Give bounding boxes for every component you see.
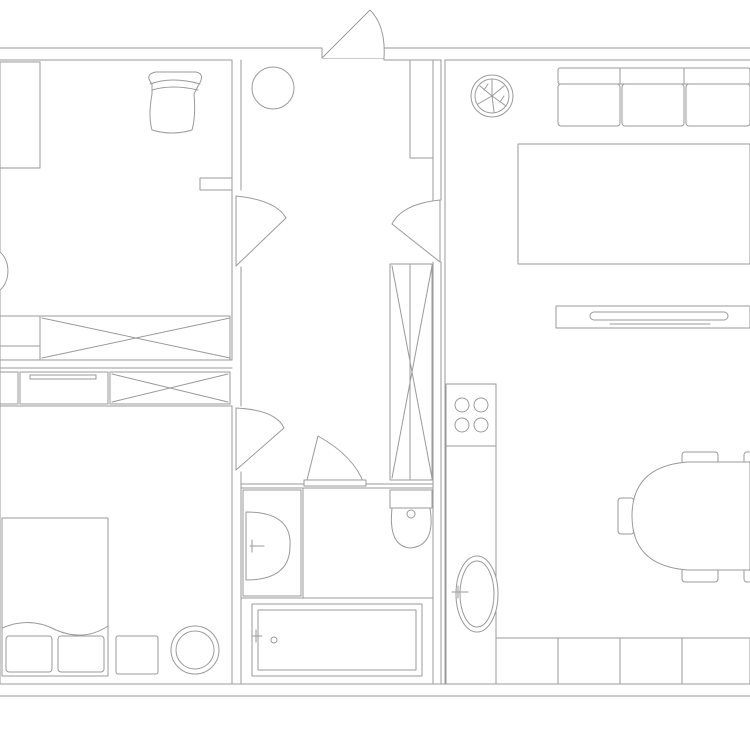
dining-table[interactable] xyxy=(632,462,750,570)
wall-niche xyxy=(200,178,232,190)
kitchen-cabinets[interactable] xyxy=(496,638,750,684)
wardrobe-top-left-hatch xyxy=(42,318,230,358)
bedroom-bottom-left xyxy=(2,518,219,676)
sofa-cushion-2[interactable] xyxy=(622,84,684,126)
kitchen-faucet xyxy=(452,586,468,598)
cabinet-3[interactable] xyxy=(620,638,682,684)
hall-round-table[interactable] xyxy=(252,67,294,109)
wardrobe-middle-left-hatch xyxy=(112,374,228,402)
desk-chair[interactable] xyxy=(149,72,202,133)
sofa-back xyxy=(558,68,750,84)
toilet[interactable] xyxy=(390,490,432,508)
doors[interactable] xyxy=(236,10,440,486)
wall-bath-mid xyxy=(241,488,433,598)
hall-wardrobe-hatch xyxy=(392,266,432,478)
wall-hall-right xyxy=(433,60,441,684)
kitchen-counter[interactable] xyxy=(446,384,496,684)
toilet-bowl[interactable] xyxy=(391,508,431,548)
round-side-table[interactable] xyxy=(0,252,8,290)
toilet-button xyxy=(407,510,415,518)
cooktop[interactable] xyxy=(455,398,488,432)
three-seat-sofa[interactable] xyxy=(558,68,750,126)
tv-screen xyxy=(590,312,728,320)
burner-4 xyxy=(474,418,488,432)
nightstand[interactable] xyxy=(116,636,158,674)
burner-1 xyxy=(455,398,469,412)
desk-chair-back xyxy=(150,80,200,90)
cabinet-4[interactable] xyxy=(682,638,750,684)
bottom-wall xyxy=(0,684,750,696)
kitchen-sink-inner xyxy=(460,561,494,627)
desk[interactable] xyxy=(0,62,40,168)
shelf-side[interactable] xyxy=(0,372,18,404)
dining-set xyxy=(618,452,750,582)
middle-left-storage xyxy=(0,372,230,404)
door-bottom-left-room[interactable] xyxy=(236,408,284,470)
bedroom-top-left xyxy=(0,62,230,360)
round-table-inner xyxy=(176,631,214,669)
door-bathroom[interactable] xyxy=(306,436,364,484)
bathtub-faucet xyxy=(252,630,262,642)
sofa-cushion-1[interactable] xyxy=(558,84,620,126)
cabinet-1[interactable] xyxy=(496,638,558,684)
door-living-room[interactable] xyxy=(392,200,440,262)
coffee-table-rug[interactable] xyxy=(518,144,750,264)
wall-stub xyxy=(410,60,433,158)
wardrobe-top-left-small[interactable] xyxy=(0,316,40,346)
door-threshold xyxy=(304,480,366,486)
entry-door[interactable] xyxy=(322,10,384,58)
sink[interactable] xyxy=(246,512,290,580)
living-kitchen xyxy=(446,68,750,684)
burner-2 xyxy=(474,398,488,412)
bed-pillow-left[interactable] xyxy=(6,636,52,672)
sink-faucet xyxy=(250,540,264,552)
bathtub-inner xyxy=(258,610,416,670)
door-top-left-room[interactable] xyxy=(236,196,286,266)
interior-walls xyxy=(0,60,445,684)
fan-blades xyxy=(478,80,506,112)
cabinet-2[interactable] xyxy=(558,638,620,684)
sofa-cushion-3[interactable] xyxy=(686,84,750,126)
wall-bath-top xyxy=(241,484,433,488)
hallway xyxy=(252,67,432,480)
bathroom xyxy=(243,490,432,676)
bathtub-drain xyxy=(271,637,277,643)
wall-hall-left xyxy=(232,60,241,684)
bed-blanket-edge xyxy=(2,622,108,635)
burner-3 xyxy=(455,418,469,432)
shelf-handle xyxy=(30,375,96,379)
bed-pillow-right[interactable] xyxy=(58,636,104,672)
hall-wardrobe[interactable] xyxy=(390,264,432,480)
